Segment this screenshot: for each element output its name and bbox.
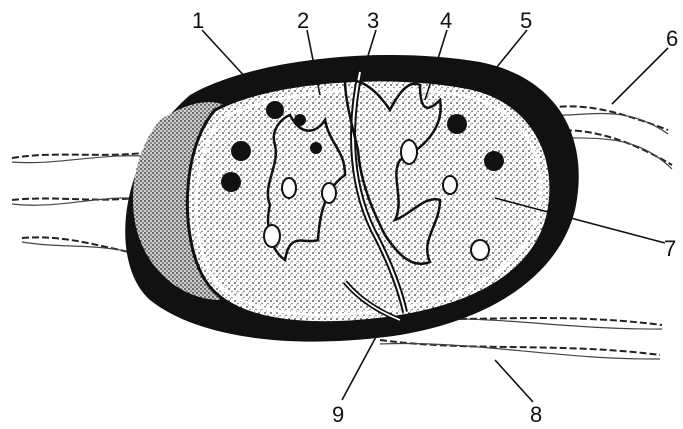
label-6: 6 — [666, 26, 678, 51]
label-1: 1 — [192, 8, 204, 33]
label-7: 7 — [664, 236, 676, 261]
label-2: 2 — [297, 8, 309, 33]
label-4: 4 — [440, 8, 452, 33]
label-9: 9 — [332, 402, 344, 427]
label-3: 3 — [367, 8, 379, 33]
label-8: 8 — [530, 402, 542, 427]
label-5: 5 — [520, 8, 532, 33]
